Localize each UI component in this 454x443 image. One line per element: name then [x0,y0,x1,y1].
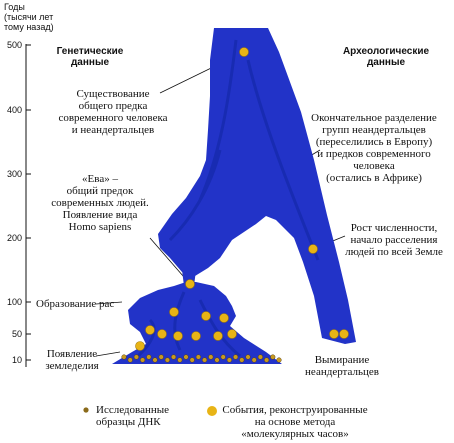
event-marker [219,313,229,323]
axis-title: Годы (тысячи лет тому назад) [4,2,54,32]
tick-10: 10 [11,355,22,365]
dna-sample-marker [202,357,208,363]
event-marker [169,307,179,317]
tick-400: 400 [6,105,22,115]
legend-markers [83,406,217,416]
dna-sample-marker [121,354,127,360]
dna-sample-marker [189,357,195,363]
dna-sample-marker [146,354,152,360]
dna-sample-marker [239,357,245,363]
dna-sample-marker [195,354,201,360]
annotation-races: Образование рас [36,298,115,310]
dna-sample-marker [208,354,214,360]
dna-sample-marker [164,357,170,363]
annotation-growth: Рост численности, начало расселения люде… [345,222,443,258]
dna-sample-marker [183,354,189,360]
tick-200: 200 [6,233,22,243]
dna-sample-markers [121,354,282,363]
event-marker [329,329,339,339]
event-marker [157,329,167,339]
event-marker [308,244,318,254]
event-marker [213,331,223,341]
dna-sample-marker [233,354,239,360]
dna-sample-marker [171,354,177,360]
event-marker [227,329,237,339]
dna-sample-marker [220,354,226,360]
tick-300: 300 [6,169,22,179]
event-marker [339,329,349,339]
dna-sample-marker [177,357,183,363]
genetic-data-header: Генетические данные [56,46,124,68]
dna-sample-marker [214,357,220,363]
dna-sample-marker [133,354,139,360]
dna-sample-marker [257,354,263,360]
dna-sample-marker [264,357,270,363]
tick-50: 50 [11,329,22,339]
dna-sample-marker [276,357,282,363]
annotation-common-ancestor: Существование общего предка современного… [58,88,168,136]
tree-body [112,28,356,364]
event-marker [201,311,211,321]
archaeological-data-header: Археологические данные [342,46,430,68]
annotation-eve: «Ева» – общий предок современных людей. … [51,173,149,233]
event-marker [173,331,183,341]
dna-sample-marker [251,357,257,363]
event-markers [135,47,349,351]
legend-clock-events-label: События, реконструированные на основе ме… [222,404,368,440]
tick-100: 100 [6,297,22,307]
dna-sample-marker [127,357,133,363]
annotation-neanderthal-extinction: Вымирание неандертальцев [305,354,379,378]
legend-event-marker [207,406,217,416]
annotation-separation: Окончательное разделение групп неандерта… [311,112,437,184]
dna-sample-marker [140,357,146,363]
annotation-agriculture: Появление земледелия [45,348,99,372]
event-marker [185,279,195,289]
event-marker [135,341,145,351]
dna-sample-marker [245,354,251,360]
dna-sample-marker [152,357,158,363]
event-marker [239,47,249,57]
dna-sample-marker [226,357,232,363]
legend-dna-sample-marker [83,407,89,413]
tick-500: 500 [6,40,22,50]
event-marker [191,331,201,341]
dna-sample-marker [158,354,164,360]
event-marker [145,325,155,335]
axis-tick-marks [26,44,31,361]
dna-sample-marker [270,354,276,360]
legend-dna-samples-label: Исследованные образцы ДНК [96,404,170,428]
